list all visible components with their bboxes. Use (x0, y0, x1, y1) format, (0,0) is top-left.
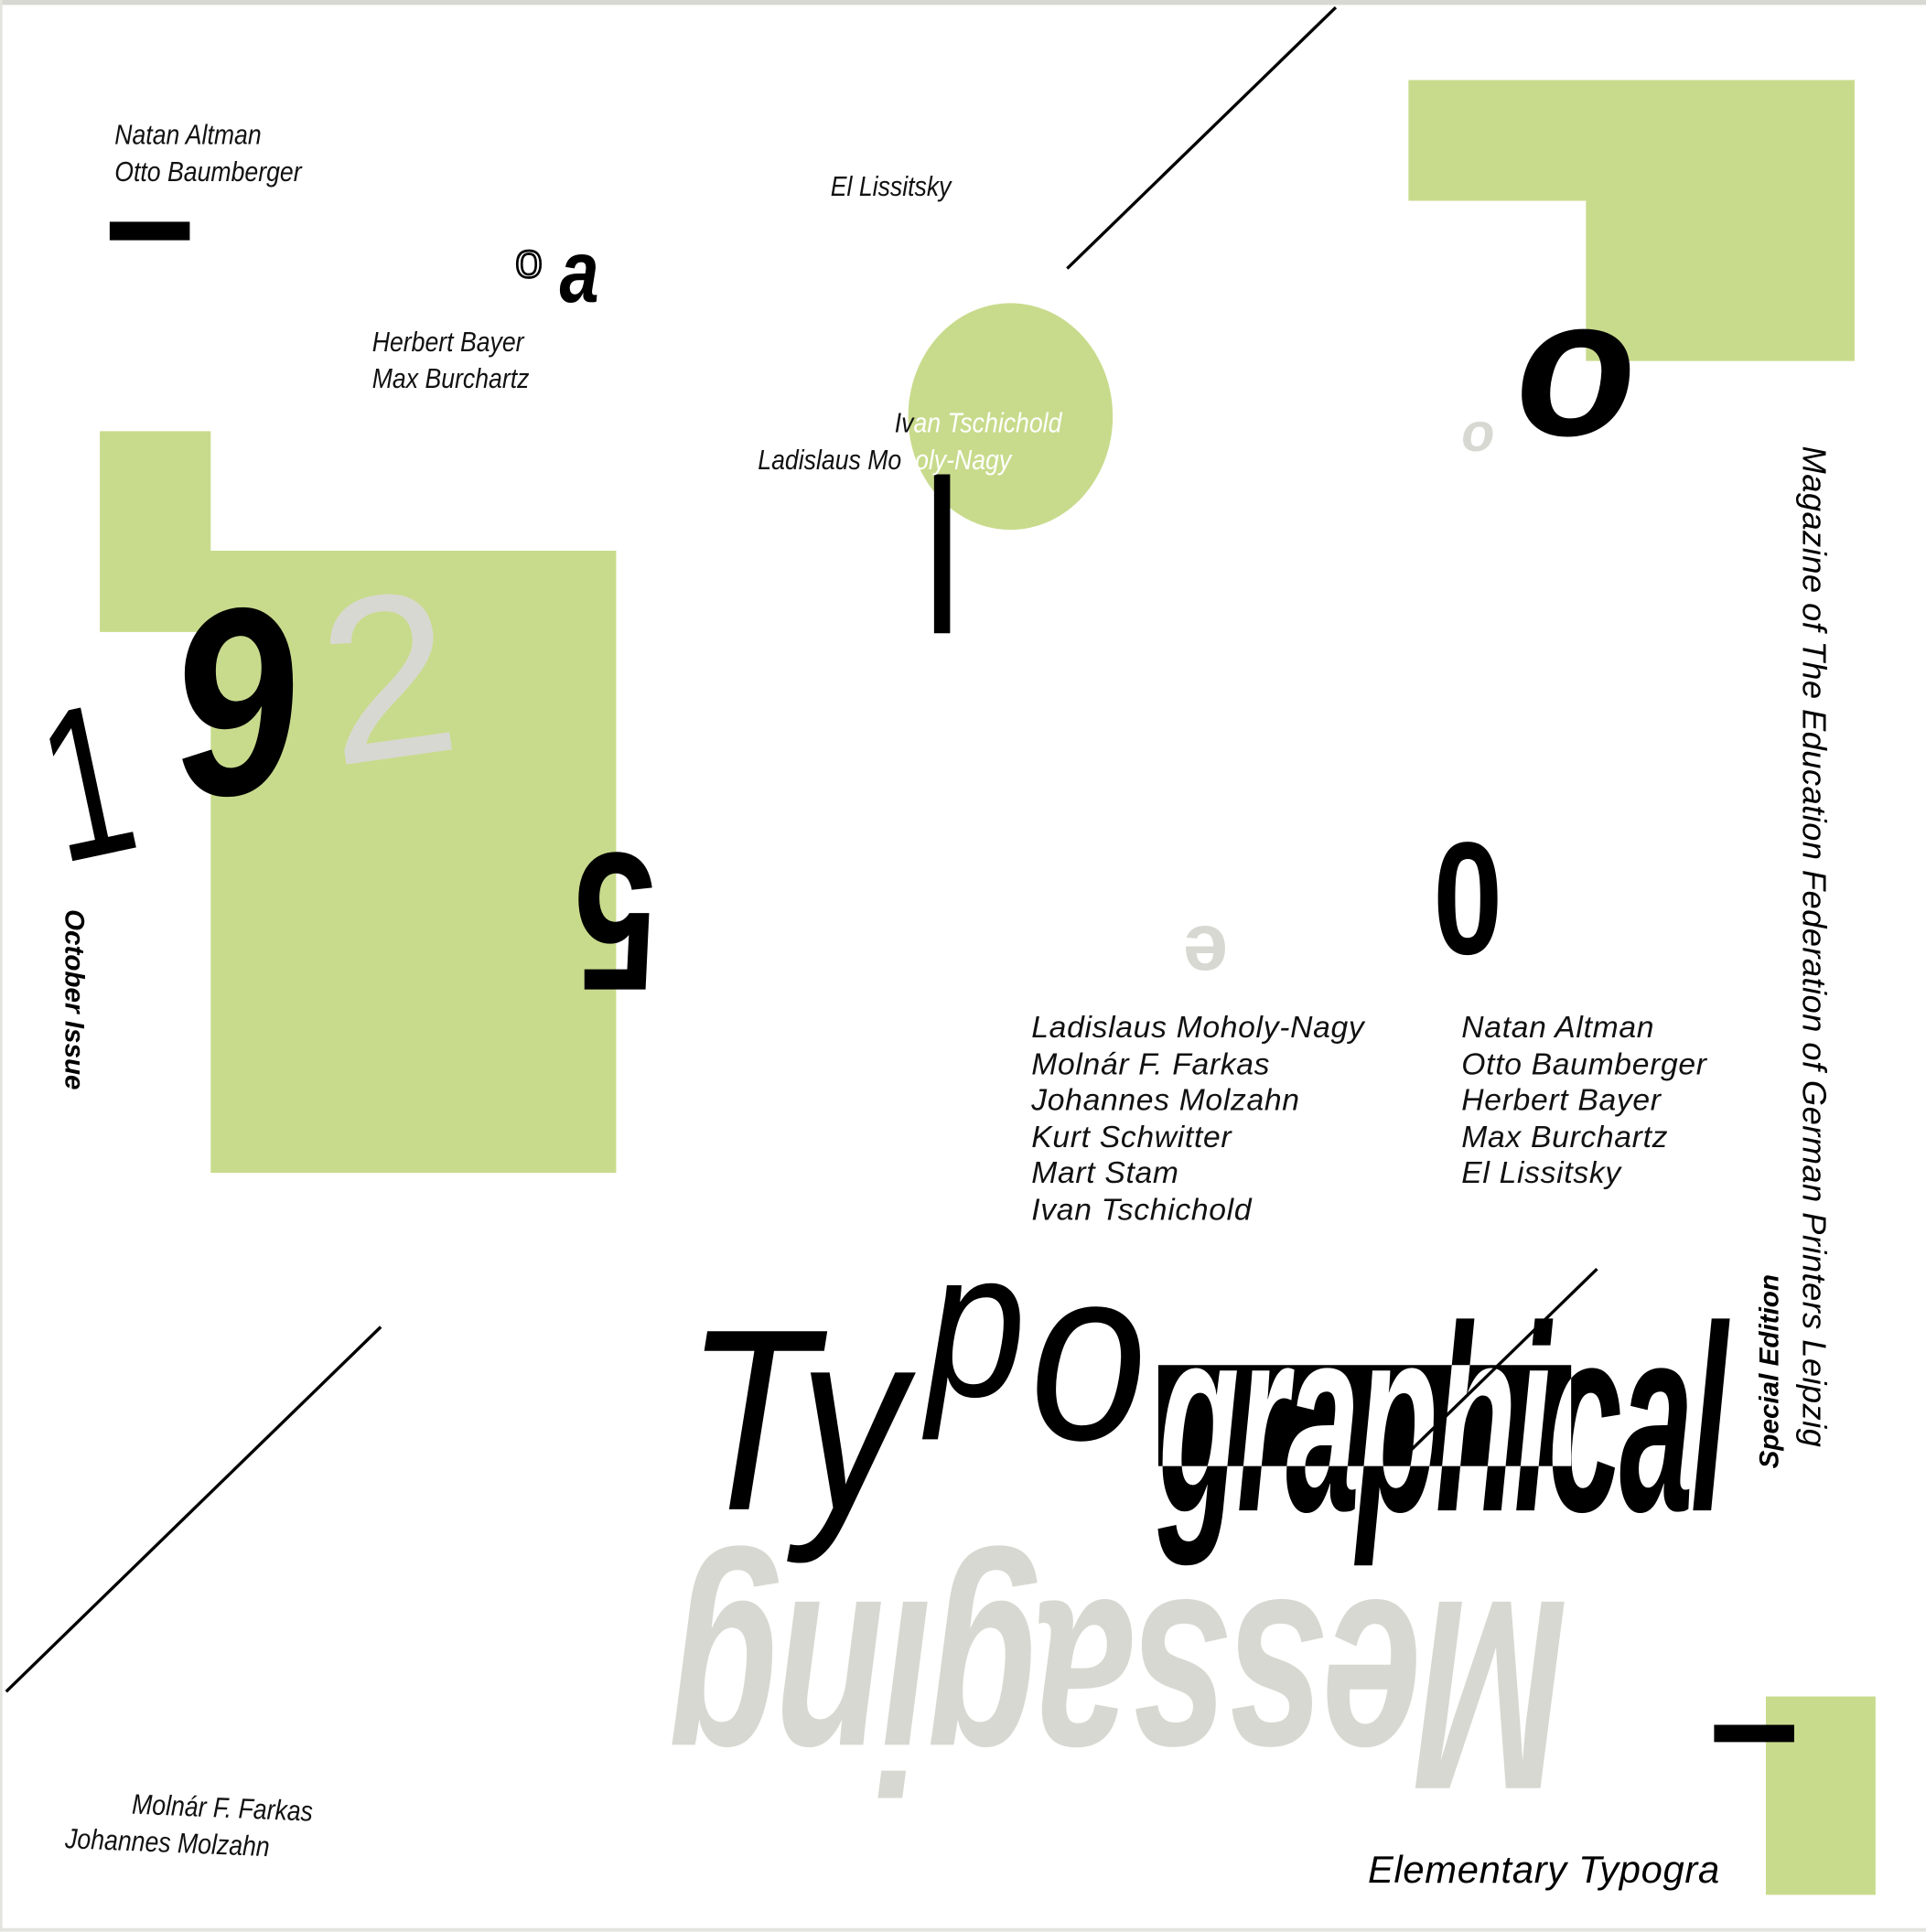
letter-o-large: o (1515, 256, 1637, 478)
text: Iv (894, 406, 914, 439)
special-edition: Special Edition (1753, 1273, 1785, 1469)
elementary-typography: Elementary Typogra (1367, 1848, 1720, 1892)
names-mid: Herbert Bayer Max Burchartz (372, 323, 530, 397)
title-ty: Ty (684, 1274, 906, 1565)
list-item: Otto Baumberger (1461, 1046, 1707, 1081)
title-o: o (1029, 1217, 1147, 1492)
messaging-mirrored: Messaging (672, 1543, 1568, 1847)
text: Ladislaus Mo (758, 443, 902, 476)
title-p: p (926, 1207, 1027, 1442)
green-l-shape-top-right (1408, 80, 1855, 361)
text: an Tschichold (913, 406, 1062, 439)
list-item: Johannes Molzahn (1031, 1083, 1300, 1118)
list-item: Max Burchartz (1461, 1119, 1669, 1154)
list-item: El Lissitsky (1461, 1155, 1621, 1191)
contributors-list-right: Natan Altman Otto Baumberger Herbert Bay… (1461, 1010, 1706, 1192)
letter-o-outline: o (514, 233, 544, 289)
digit-0: 0 (1433, 808, 1503, 989)
diagonal-line-bottom-left (5, 1326, 382, 1693)
list-item: Kurt Schwitter (1031, 1119, 1232, 1154)
green-l-shape-left (100, 431, 617, 1174)
list-item: Natan Altman (1461, 1010, 1655, 1046)
list-item: Ladislaus Moholy-Nagy (1031, 1010, 1365, 1046)
names-top-left: Natan Altman Otto Baumberger (114, 116, 301, 190)
names-bottom-left: Molnár F. Farkas Johannes Molzahn (65, 1784, 314, 1866)
title-graphical: graphical (1157, 1270, 1727, 1568)
list-item: Mart Stam (1031, 1155, 1179, 1191)
list-item: Herbert Bayer (1461, 1083, 1662, 1118)
contributors-list-left: Ladislaus Moholy-Nagy Molnár F. Farkas J… (1031, 1010, 1364, 1229)
letter-e-rotated: e (1182, 908, 1229, 1001)
name: Natan Altman (114, 118, 262, 151)
circle-name-2: Ladislaus Moholy-Nagy (758, 441, 1011, 478)
name: Otto Baumberger (114, 155, 302, 188)
top-border (0, 0, 1926, 5)
october-issue: October Issue (59, 908, 91, 1090)
text: holy-Nagy (901, 443, 1012, 476)
name-el-lissitsky: El Lissitsky (830, 169, 952, 202)
magazine-subtitle: Magazine of The Education Federation of … (1795, 445, 1833, 1448)
bottom-border (0, 1927, 1926, 1932)
letter-o-gray: o (1461, 402, 1495, 464)
list-item: Ivan Tschichold (1031, 1192, 1253, 1228)
circle-name-1: Ivan Tschichold (895, 404, 1062, 441)
black-bar-top-left (109, 221, 190, 241)
name: Max Burchartz (371, 361, 530, 394)
list-item: Molnár F. Farkas (1031, 1046, 1271, 1081)
green-circle (908, 303, 1114, 531)
diagonal-line-top (1066, 5, 1338, 270)
black-bar-vertical (933, 474, 951, 634)
letter-a: a (559, 222, 599, 322)
digit-5: 5 (574, 811, 657, 1033)
left-border (0, 0, 3, 1932)
black-bar-bottom-right (1714, 1724, 1794, 1743)
name: Herbert Bayer (371, 325, 524, 358)
